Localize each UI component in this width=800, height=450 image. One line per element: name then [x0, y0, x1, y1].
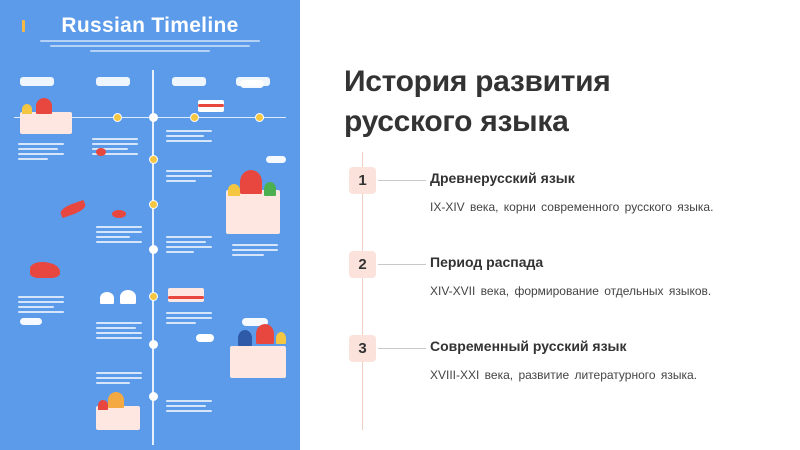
bird-illustration	[96, 148, 106, 156]
kremlin-illustration	[230, 346, 286, 378]
item-description: IX-XIV века, корни современного русского…	[430, 200, 714, 214]
cloud	[20, 318, 42, 325]
number-badge: 1	[349, 167, 376, 194]
connector-line	[378, 180, 426, 181]
tram-illustration	[168, 288, 204, 302]
text-block	[232, 244, 278, 259]
text-block	[92, 138, 138, 158]
dome	[22, 104, 32, 114]
pin-icon	[22, 20, 25, 32]
timeline-dot	[149, 155, 158, 164]
boat-illustration	[196, 334, 214, 342]
dome	[36, 98, 52, 114]
dome	[238, 330, 252, 346]
date-pill	[172, 77, 206, 86]
text-block	[96, 322, 142, 342]
date-pill	[20, 77, 54, 86]
text-block	[166, 236, 212, 256]
text-block	[18, 143, 64, 163]
timeline-dot	[149, 113, 158, 122]
church-illustration	[96, 406, 140, 430]
timeline-dot	[255, 113, 264, 122]
text-block	[166, 312, 212, 327]
text-block	[96, 372, 142, 387]
infographic-image: Russian Timeline	[0, 0, 300, 450]
number-badge: 2	[349, 251, 376, 278]
dome	[276, 332, 286, 344]
swan-illustration	[100, 292, 114, 304]
date-pill	[96, 77, 130, 86]
slide-title-line-1: История развития	[344, 65, 611, 98]
slide-title-line-2: русского языка	[344, 105, 569, 138]
tram-stripe	[168, 296, 204, 299]
horse-illustration	[30, 262, 60, 278]
text-block	[18, 296, 64, 316]
timeline-dot	[190, 113, 199, 122]
bus-stripe	[198, 104, 224, 107]
connector-line	[378, 348, 426, 349]
infographic-subtitle-lines	[40, 40, 260, 55]
text-block	[166, 400, 212, 415]
item-description: XIV-XVII века, формирование отдельных яз…	[430, 284, 712, 298]
timeline-dot	[149, 340, 158, 349]
timeline-vertical	[152, 70, 154, 445]
dome	[264, 182, 276, 196]
item-heading: Древнерусский язык	[430, 170, 575, 186]
slide-title: История развития русского языка	[344, 62, 764, 142]
timeline-dot	[149, 392, 158, 401]
cloud	[240, 80, 264, 88]
timeline-dot	[149, 200, 158, 209]
timeline-dot	[113, 113, 122, 122]
dome	[240, 170, 262, 194]
item-description: XVIII-XXI века, развитие литературного я…	[430, 368, 698, 382]
bird-illustration	[112, 210, 126, 218]
item-heading: Современный русский язык	[430, 338, 627, 354]
timeline-dot	[149, 292, 158, 301]
timeline-item: 2 Период распада XIV-XVII века, формиров…	[344, 251, 784, 311]
text-block	[166, 130, 212, 145]
cloud	[266, 156, 286, 163]
cathedral-illustration	[226, 190, 280, 234]
swan-illustration	[120, 290, 136, 304]
kremlin-illustration	[20, 112, 72, 134]
number-badge: 3	[349, 335, 376, 362]
item-heading: Период распада	[430, 254, 544, 270]
dome	[98, 400, 108, 410]
infographic-title: Russian Timeline	[61, 14, 239, 37]
dome	[108, 392, 124, 408]
timeline-line	[362, 152, 363, 430]
dome	[256, 324, 274, 344]
bird-illustration	[59, 199, 87, 219]
cloud	[242, 318, 268, 326]
text-block	[96, 226, 142, 246]
text-block	[166, 170, 212, 185]
timeline-dot	[149, 245, 158, 254]
connector-line	[378, 264, 426, 265]
timeline-item: 1 Древнерусский язык IX-XIV века, корни …	[344, 167, 784, 227]
dome	[228, 184, 240, 196]
timeline-item: 3 Современный русский язык XVIII-XXI век…	[344, 335, 784, 395]
